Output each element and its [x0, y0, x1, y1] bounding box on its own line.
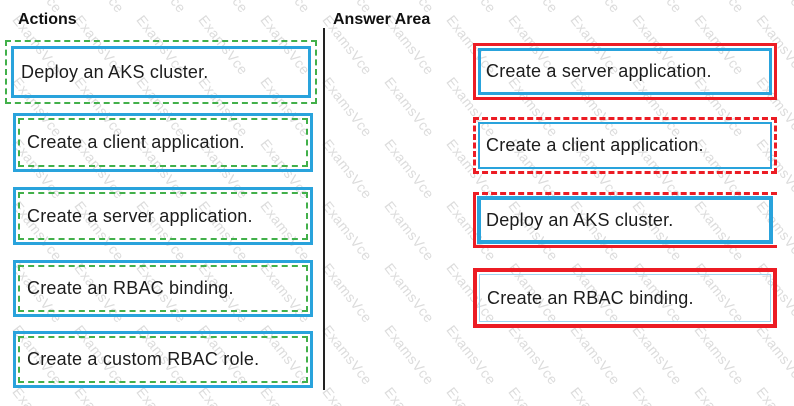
watermark-text: ExamsVce: [443, 384, 499, 406]
watermark-text: ExamsVce: [0, 74, 4, 140]
watermark-text: ExamsVce: [629, 384, 685, 406]
watermark-text: ExamsVce: [381, 322, 438, 388]
watermark-text: ExamsVce: [753, 0, 794, 16]
watermark-text: ExamsVce: [381, 260, 438, 326]
watermark-text: ExamsVce: [0, 198, 4, 264]
answer-slot-label: Deploy an AKS cluster.: [486, 209, 674, 230]
watermark-text: ExamsVce: [381, 384, 437, 406]
watermark-text: ExamsVce: [257, 0, 313, 16]
watermark-text: ExamsVce: [629, 322, 686, 388]
watermark-text: ExamsVce: [753, 322, 794, 388]
action-item-create-client-app[interactable]: Create a client application.: [13, 113, 313, 172]
watermark-text: ExamsVce: [0, 322, 4, 388]
watermark-text: ExamsVce: [505, 0, 561, 16]
watermark-text: ExamsVce: [505, 384, 561, 406]
answer-slot-2[interactable]: Create a client application.: [473, 117, 777, 174]
answer-slot-4[interactable]: Create an RBAC binding.: [473, 268, 777, 328]
action-item-label: Create a custom RBAC role.: [27, 349, 260, 369]
action-item-create-rbac-binding[interactable]: Create an RBAC binding.: [13, 260, 313, 317]
answer-slot-frame: Deploy an AKS cluster.: [477, 196, 773, 244]
action-item-frame: Deploy an AKS cluster.: [11, 46, 311, 98]
action-item-create-server-app[interactable]: Create a server application.: [13, 187, 313, 245]
watermark-text: ExamsVce: [71, 0, 127, 16]
watermark-text: ExamsVce: [691, 322, 748, 388]
watermark-text: ExamsVce: [0, 260, 4, 326]
watermark-text: ExamsVce: [381, 136, 438, 202]
watermark-text: ExamsVce: [567, 322, 624, 388]
watermark-text: ExamsVce: [0, 12, 4, 78]
answer-slot-label: Create an RBAC binding.: [487, 287, 694, 308]
action-item-deploy-aks[interactable]: Deploy an AKS cluster.: [5, 40, 317, 104]
answer-slot-label: Create a server application.: [486, 61, 712, 81]
watermark-text: ExamsVce: [0, 0, 4, 16]
watermark-text: ExamsVce: [319, 198, 376, 264]
action-item-label: Create an RBAC binding.: [27, 278, 234, 298]
action-item-label: Create a client application.: [27, 132, 245, 152]
watermark-text: ExamsVce: [0, 384, 4, 406]
watermark-text: ExamsVce: [567, 0, 623, 16]
answer-slot-frame: Create a server application.: [478, 48, 772, 95]
action-item-label: Deploy an AKS cluster.: [21, 61, 209, 82]
action-item-label: Create a server application.: [27, 205, 253, 226]
watermark-text: ExamsVce: [133, 0, 189, 16]
watermark-text: ExamsVce: [567, 384, 623, 406]
watermark-text: ExamsVce: [629, 0, 685, 16]
actions-header: Actions: [18, 11, 77, 28]
watermark-text: ExamsVce: [381, 74, 438, 140]
watermark-text: ExamsVce: [381, 198, 438, 264]
watermark-text: ExamsVce: [443, 0, 499, 16]
watermark-text: ExamsVce: [319, 74, 376, 140]
answer-slot-label: Create a client application.: [486, 135, 704, 155]
watermark-text: ExamsVce: [753, 384, 794, 406]
answer-area-header: Answer Area: [333, 11, 431, 28]
answer-slot-frame: Create an RBAC binding.: [479, 274, 771, 322]
action-item-frame: Create an RBAC binding.: [18, 265, 308, 312]
action-item-frame: Create a server application.: [18, 192, 308, 240]
answer-slot-frame: Create a client application.: [478, 122, 772, 169]
action-item-create-custom-rbac-role[interactable]: Create a custom RBAC role.: [13, 331, 313, 388]
watermark-text: ExamsVce: [319, 260, 376, 326]
action-item-frame: Create a client application.: [18, 118, 308, 167]
watermark-text: ExamsVce: [319, 136, 376, 202]
watermark-text: ExamsVce: [691, 0, 747, 16]
action-item-frame: Create a custom RBAC role.: [18, 336, 308, 383]
watermark-text: ExamsVce: [505, 322, 562, 388]
column-divider: [323, 28, 325, 390]
watermark-text: ExamsVce: [443, 322, 500, 388]
answer-slot-3[interactable]: Deploy an AKS cluster.: [473, 192, 777, 248]
answer-slot-1[interactable]: Create a server application.: [473, 43, 777, 100]
watermark-text: ExamsVce: [691, 384, 747, 406]
watermark-text: ExamsVce: [319, 384, 375, 406]
watermark-text: ExamsVce: [0, 136, 4, 202]
watermark-text: ExamsVce: [195, 0, 251, 16]
watermark-text: ExamsVce: [319, 322, 376, 388]
